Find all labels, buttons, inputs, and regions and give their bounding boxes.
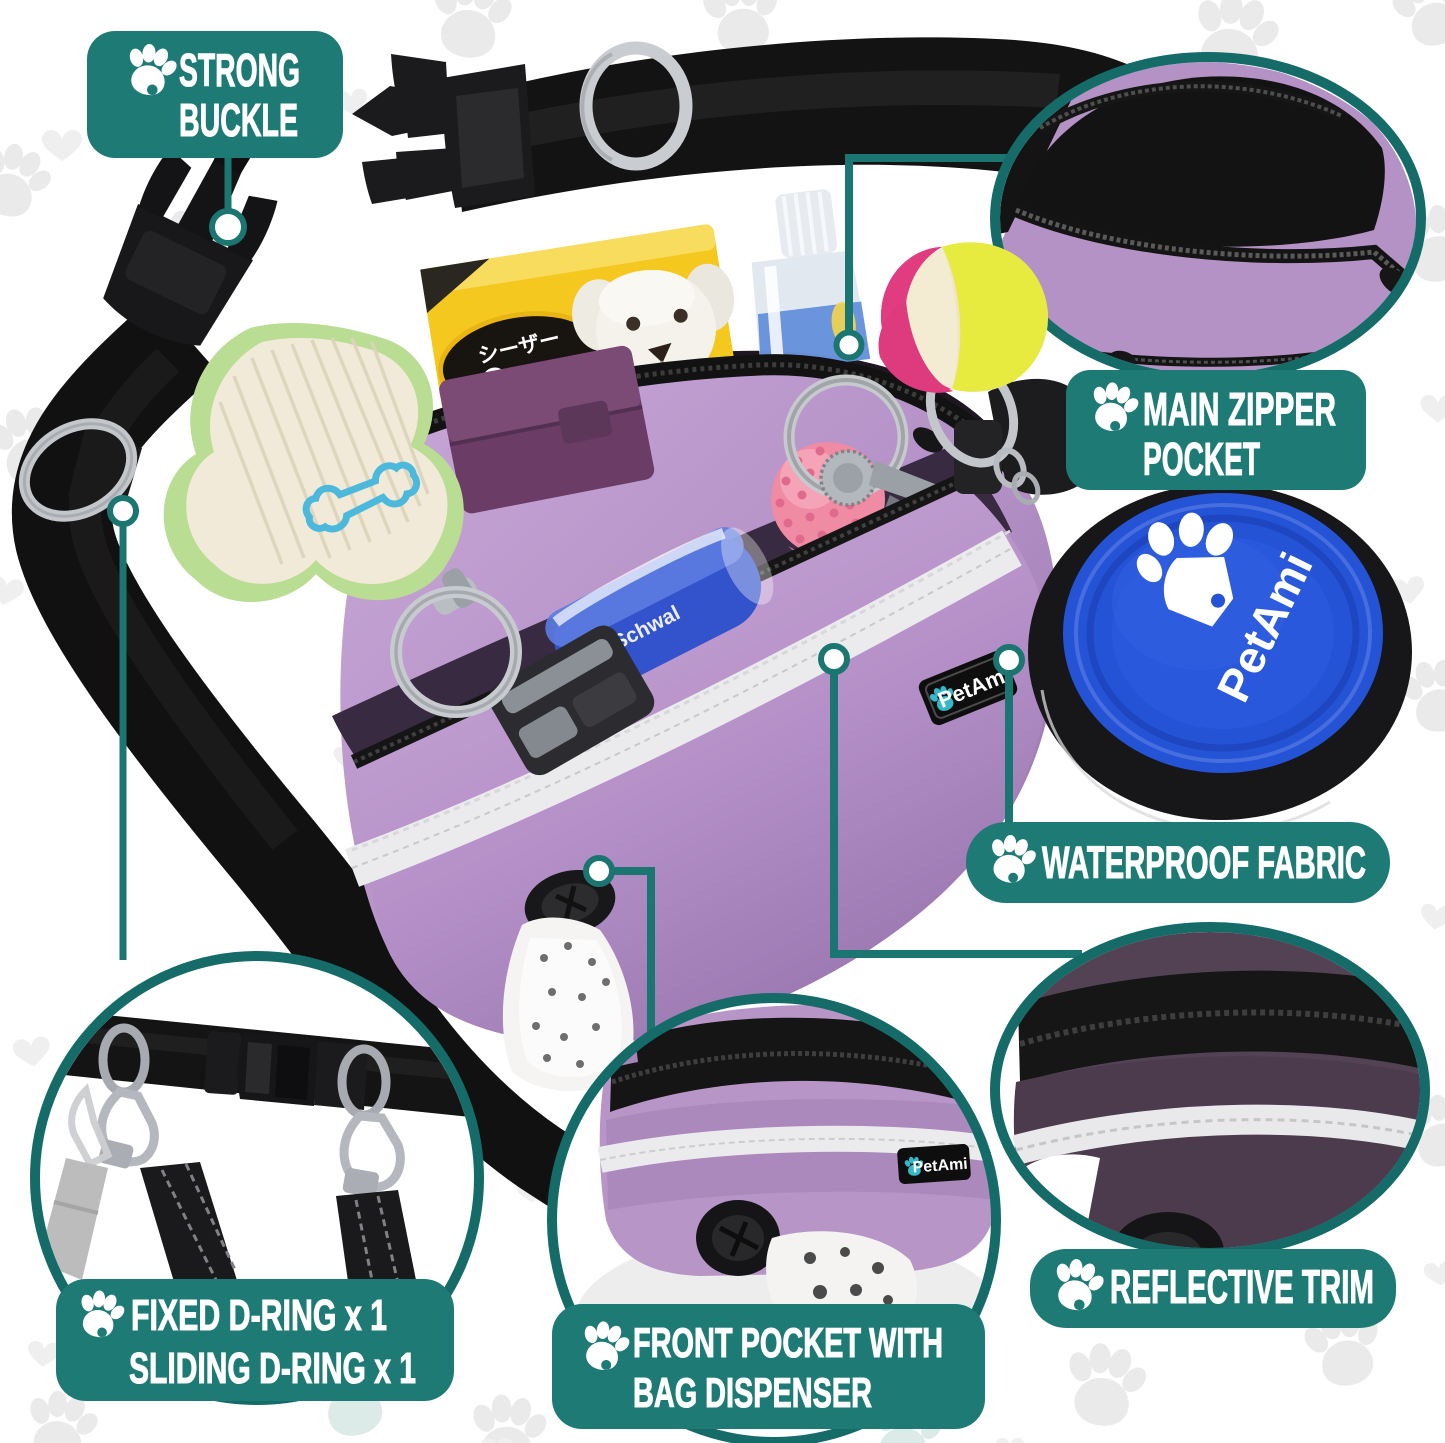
svg-text:PetAmi: PetAmi [912, 1156, 968, 1177]
svg-text:MAIN ZIPPER: MAIN ZIPPER [1143, 383, 1336, 435]
svg-text:SLIDING D-RING x 1: SLIDING D-RING x 1 [129, 1344, 416, 1393]
svg-text:REFLECTIVE TRIM: REFLECTIVE TRIM [1110, 1260, 1374, 1313]
svg-text:STRONG: STRONG [179, 44, 300, 96]
svg-text:FIXED D-RING x 1: FIXED D-RING x 1 [131, 1291, 387, 1340]
svg-text:FRONT POCKET WITH: FRONT POCKET WITH [633, 1319, 943, 1366]
svg-text:BAG DISPENSER: BAG DISPENSER [633, 1369, 872, 1416]
svg-text:POCKET: POCKET [1143, 433, 1260, 485]
svg-text:WATERPROOF FABRIC: WATERPROOF FABRIC [1042, 837, 1366, 888]
svg-text:BUCKLE: BUCKLE [179, 94, 298, 146]
